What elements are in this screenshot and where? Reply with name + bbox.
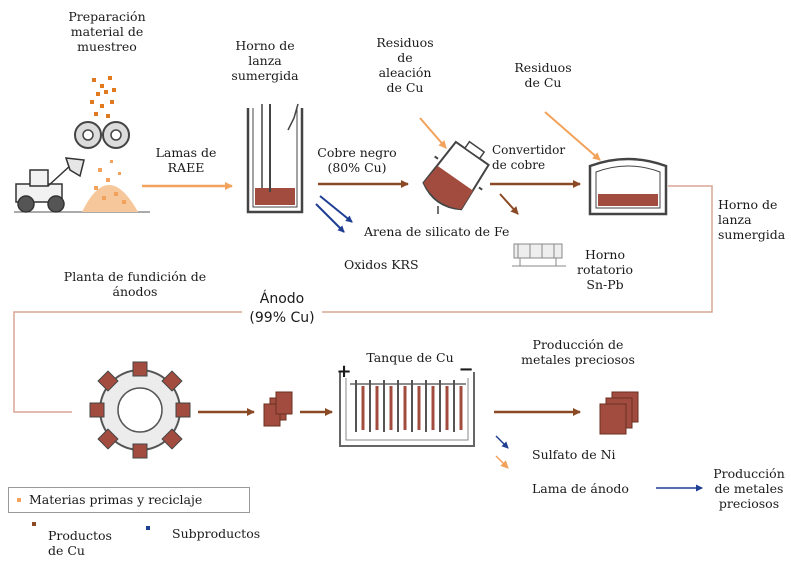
label-ni-sulfate: Sulfato de Ni	[532, 447, 616, 462]
legend-cu-swatch	[32, 522, 36, 526]
precious-metal-plates-icon	[599, 391, 639, 435]
arrow-anode-slime	[495, 455, 509, 469]
anode-casting-wheel-icon	[89, 361, 191, 459]
crusher-rollers-icon	[74, 121, 130, 149]
legend-by-label: Subproductos	[172, 526, 261, 541]
submerged-lance-furnace-icon	[246, 103, 304, 214]
loop-line	[13, 185, 713, 413]
legend-by-swatch	[146, 526, 150, 530]
label-fe-sand: Arena de silicato de Fe	[364, 224, 510, 239]
sample-particles-icon	[90, 76, 116, 118]
material-pile-icon	[82, 160, 138, 212]
arrow-cu-alloy-waste	[419, 117, 447, 149]
anode-stack-icon	[263, 391, 293, 427]
arrow-converter-to-rotary	[499, 193, 519, 215]
copper-converter-icon	[422, 140, 490, 211]
label-krs: Oxidos KRS	[344, 257, 419, 272]
label-cu-tank: Tanque de Cu	[366, 350, 454, 365]
label-anode-slime: Lama de ánodo	[532, 481, 629, 496]
bath-furnace-icon	[588, 157, 668, 216]
tank-plus-sign: +	[336, 361, 352, 382]
wheel-loader-icon	[15, 157, 85, 213]
arrow-cu-waste	[544, 111, 601, 161]
copper-electrolysis-tank-icon	[339, 372, 475, 447]
rotary-furnace-icon	[512, 243, 566, 267]
label-anode: Ánodo(99% Cu)	[242, 290, 322, 328]
arrow-krs-oxides	[315, 203, 345, 233]
legend-raw-label: Materias primas y reciclaje	[29, 492, 203, 507]
arrow-ni-sulfate	[495, 435, 509, 449]
legend-raw-swatch	[17, 498, 21, 502]
arrow-fe-silicate-sand	[319, 195, 353, 223]
label-black-copper: Cobre negro(80% Cu)	[317, 145, 397, 175]
tank-minus-sign: −	[458, 359, 474, 380]
legend: Materias primas y reciclaje	[8, 487, 250, 513]
